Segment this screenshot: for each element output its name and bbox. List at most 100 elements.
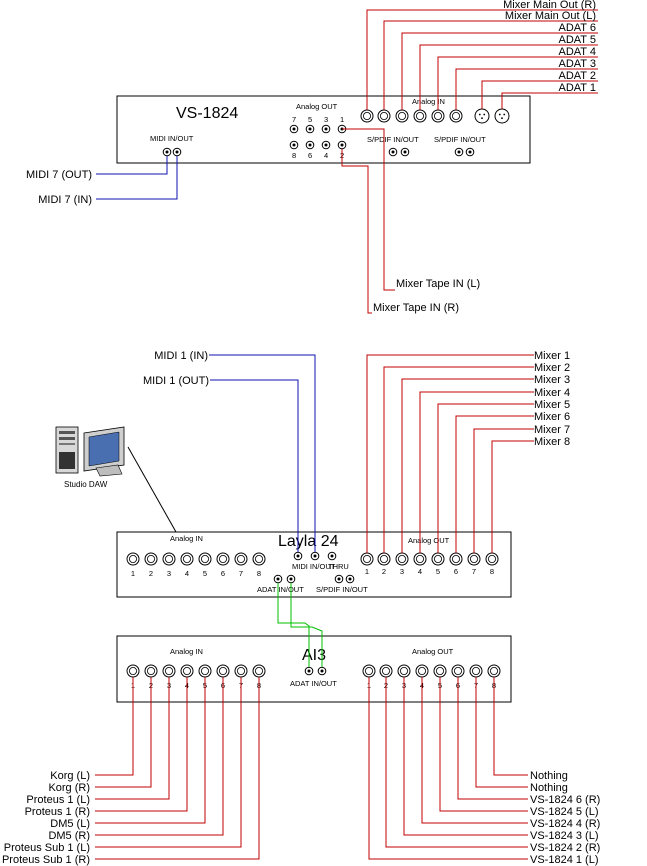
vs1824-input-jack-inner bbox=[379, 112, 388, 121]
vs1824-midi-in-label: MIDI 7 (IN) bbox=[38, 194, 92, 206]
ai3-output-wire bbox=[493, 677, 528, 776]
vs1824-input-label: ADAT 6 bbox=[559, 22, 597, 34]
wires-layer bbox=[95, 9, 598, 860]
layla-mixer-wire bbox=[419, 391, 534, 553]
vs1824-out-num: 4 bbox=[324, 151, 328, 160]
ai3-input-wire bbox=[95, 677, 170, 800]
layla-output-jack-inner bbox=[362, 555, 371, 564]
vs1824-output-jack-pin bbox=[324, 127, 328, 131]
layla-midi-jack-pin bbox=[313, 554, 317, 558]
layla-mixer-wire bbox=[491, 440, 534, 553]
ai3-input-label: Proteus 1 (R) bbox=[25, 806, 90, 818]
layla-adat-jack-pin bbox=[289, 577, 293, 581]
ai3-adat-jack-pin bbox=[320, 669, 324, 673]
ai3-title: AI3 bbox=[302, 647, 326, 664]
vs1824-input-wire bbox=[401, 32, 598, 110]
layla-midi-out-label: MIDI 1 (OUT) bbox=[143, 375, 209, 387]
layla-mixer-label: Mixer 8 bbox=[534, 436, 570, 448]
layla-mixer-wire bbox=[455, 415, 534, 553]
vs1824-analog-in-label: Analog IN bbox=[412, 97, 445, 106]
vs1824-spdif-jack-pin bbox=[468, 150, 472, 154]
ai3-adat-jack-pin bbox=[307, 669, 311, 673]
vs1824-input-label: ADAT 4 bbox=[559, 46, 597, 58]
vs1824-title: VS-1824 bbox=[176, 105, 238, 122]
ai3-input-jack-inner bbox=[128, 667, 137, 676]
vs1824-spdif-jack-pin bbox=[391, 150, 395, 154]
vs1824-analog-out-label: Analog OUT bbox=[296, 102, 338, 111]
vs1824-xlr-jack-pin bbox=[483, 113, 486, 116]
layla-mixer-label: Mixer 6 bbox=[534, 411, 570, 423]
vs1824-output-jack-pin bbox=[340, 143, 344, 147]
ai3-output-label: VS-1824 1 (L) bbox=[530, 854, 598, 866]
ai3-output-wire bbox=[421, 677, 528, 824]
ai3-input-wire bbox=[95, 677, 260, 860]
vs1824-input-label: ADAT 5 bbox=[559, 34, 597, 46]
ai3-input-label: Proteus 1 (L) bbox=[26, 794, 90, 806]
vs1824-out-num: 8 bbox=[292, 151, 296, 160]
vs1824-xlr-jack bbox=[494, 108, 510, 124]
layla-input-jack-inner bbox=[128, 555, 137, 564]
ai3-input-label: Proteus Sub 1 (L) bbox=[4, 842, 90, 854]
ai3-output-label: VS-1824 4 (R) bbox=[530, 818, 600, 830]
layla-mixer-wire bbox=[383, 366, 534, 553]
layla-midi-label: MIDI IN/OUT bbox=[292, 562, 336, 571]
ai3-output-jack-inner bbox=[435, 667, 444, 676]
layla-output-num: 2 bbox=[382, 567, 386, 576]
vs1824-xlr-jack-pin bbox=[478, 113, 481, 116]
ai3-input-jack-inner bbox=[164, 667, 173, 676]
vs1824-output-jack-pin bbox=[292, 143, 296, 147]
ai3-input-jack-inner bbox=[200, 667, 209, 676]
vs1824-midi-out-wire bbox=[96, 156, 168, 175]
ai3-input-label: Proteus Sub 1 (R) bbox=[2, 854, 90, 866]
ai3-input-label: DM5 (L) bbox=[50, 818, 90, 830]
vs1824-out-num: 6 bbox=[308, 151, 312, 160]
vs1824-output-jack-pin bbox=[324, 143, 328, 147]
layla-spdif-jack-pin bbox=[337, 577, 341, 581]
layla-mixer-label: Mixer 5 bbox=[534, 399, 570, 411]
wire-labels-layer: Mixer Main Out (R)Mixer Main Out (L)ADAT… bbox=[2, 0, 600, 866]
ai3-input-label: DM5 (R) bbox=[48, 830, 90, 842]
ai3-output-jack-inner bbox=[399, 667, 408, 676]
ai3-output-jack-inner bbox=[381, 667, 390, 676]
vs1824-input-label: ADAT 2 bbox=[559, 70, 597, 82]
vs1824-input-label: Mixer Main Out (L) bbox=[505, 10, 596, 22]
ai3-input-wire bbox=[95, 677, 152, 788]
layla-input-jack-inner bbox=[164, 555, 173, 564]
layla-spdif-jack-pin bbox=[348, 577, 352, 581]
vs1824-input-jack-inner bbox=[433, 112, 442, 121]
vs1824-out-num: 7 bbox=[292, 115, 296, 124]
layla-output-num: 3 bbox=[400, 567, 404, 576]
vs1824-input-wire bbox=[366, 9, 598, 110]
ai3-output-wire bbox=[368, 677, 528, 860]
layla-output-jack-inner bbox=[451, 555, 460, 564]
ai3-output-label: Nothing bbox=[530, 782, 568, 794]
ai3-output-label: VS-1824 5 (L) bbox=[530, 806, 598, 818]
vs1824-input-wire bbox=[419, 44, 598, 110]
layla-input-jack-inner bbox=[146, 555, 155, 564]
ai3-input-jack-inner bbox=[218, 667, 227, 676]
layla-output-num: 4 bbox=[418, 567, 422, 576]
vs1824-output-jack-pin bbox=[292, 127, 296, 131]
layla-input-num: 8 bbox=[257, 569, 261, 578]
vs1824-spdif-jack-pin bbox=[457, 150, 461, 154]
layla-adat-jack-pin bbox=[276, 577, 280, 581]
ai3-output-label: VS-1824 6 (R) bbox=[530, 794, 600, 806]
ai3-output-label: Nothing bbox=[530, 770, 568, 782]
layla-mixer-label: Mixer 2 bbox=[534, 362, 570, 374]
layla-analog-in-label: Analog IN bbox=[170, 534, 203, 543]
vs1824-input-label: ADAT 1 bbox=[559, 82, 597, 94]
ai3-output-label: VS-1824 3 (L) bbox=[530, 830, 598, 842]
ai3-input-wire bbox=[95, 677, 188, 812]
layla-mixer-wire bbox=[366, 354, 534, 553]
vs1824-tape-right-label: Mixer Tape IN (R) bbox=[373, 302, 459, 314]
ai3-input-wire bbox=[95, 677, 224, 836]
layla-output-jack-inner bbox=[487, 555, 496, 564]
layla-midi-in-wire bbox=[209, 354, 316, 552]
layla-output-jack-inner bbox=[415, 555, 424, 564]
layla-spdif-label: S/PDIF IN/OUT bbox=[316, 585, 368, 594]
layla-panel bbox=[116, 531, 512, 598]
vs1824-midi-jack-pin bbox=[165, 150, 169, 154]
ai3-output-jack-inner bbox=[489, 667, 498, 676]
vs1824-tape-left-wire bbox=[342, 128, 395, 291]
